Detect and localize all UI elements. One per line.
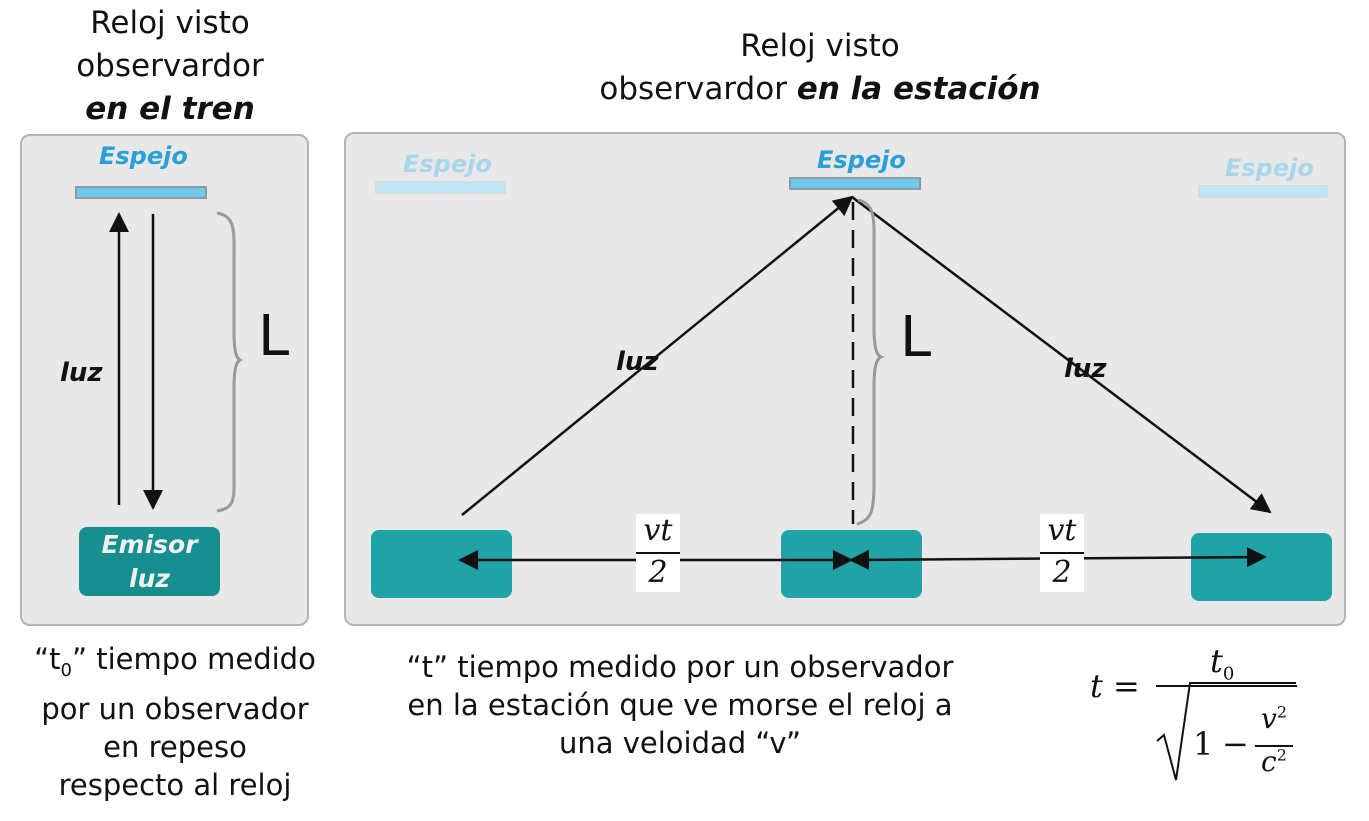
proper-time-caption-line2: por un observador	[41, 691, 309, 726]
right-heading: Reloj visto observardor en la estación	[500, 25, 1140, 111]
proper-time-caption-line4: respecto al reloj	[58, 767, 292, 802]
light-label-down: luz	[1064, 354, 1107, 384]
station-mirror-label-end: Espejo	[1225, 154, 1314, 182]
caption-line1-rest: ” tiempo medido	[72, 642, 316, 676]
light-path-up	[461, 195, 854, 516]
train-mirror	[75, 186, 207, 199]
left-heading-line1: Reloj visto	[90, 5, 250, 41]
formula-lhs: t	[1090, 667, 1103, 705]
half-distance-right-bar	[1040, 552, 1084, 554]
left-heading: Reloj visto observardor en el tren	[20, 2, 320, 131]
station-length-brace	[856, 198, 886, 526]
light-label-up: luz	[616, 347, 659, 377]
caption-quote-open: “t	[34, 642, 61, 676]
formula-one: 1	[1193, 725, 1214, 763]
light-emitter-line1: Emisor	[101, 530, 198, 559]
half-distance-left-denominator: 2	[648, 555, 668, 590]
proper-time-caption-line1: “t0” tiempo medido	[20, 640, 330, 690]
formula-c-exp: 2	[1276, 745, 1287, 765]
train-length-brace	[216, 211, 244, 513]
right-heading-line2-emphasis: en la estación	[796, 71, 1041, 107]
right-heading-line2-text: observardor	[599, 71, 797, 107]
formula-c-squared: c2	[1261, 745, 1287, 778]
half-distance-right-denominator: 2	[1052, 555, 1072, 590]
station-mirror-end	[1198, 185, 1328, 198]
light-emitter-line2: luz	[129, 564, 170, 593]
formula-v: v	[1261, 702, 1277, 735]
half-distance-left-numerator: vt	[643, 513, 673, 548]
formula-numerator-t: t	[1210, 642, 1223, 680]
right-heading-line2: observardor en la estación	[500, 68, 1140, 111]
half-distance-label-right: vt 2	[1040, 514, 1084, 592]
dilated-time-caption-line2: en la estación que ve morse el reloj a	[407, 688, 953, 722]
half-distance-right-numerator: vt	[1047, 513, 1077, 548]
station-mirror-label-middle: Espejo	[817, 146, 906, 174]
train-light-label: luz	[60, 358, 103, 388]
formula-numerator-sub: 0	[1222, 663, 1235, 685]
half-distance-left-bar	[636, 552, 680, 554]
formula-v-exp: 2	[1276, 702, 1288, 722]
right-heading-line1: Reloj visto	[740, 28, 900, 64]
station-length-label: L	[900, 305, 932, 370]
formula-radical	[1156, 682, 1296, 781]
half-distance-label-left: vt 2	[636, 514, 680, 592]
formula-equals: =	[1113, 667, 1140, 705]
train-length-label: L	[258, 304, 290, 369]
light-emitter	[79, 527, 220, 596]
proper-time-caption: “t0” tiempo medido por un observador en …	[20, 640, 330, 804]
formula-v-squared: v2	[1261, 702, 1287, 735]
station-mirror-start	[375, 181, 506, 194]
dilated-time-caption: “t” tiempo medido por un observador en l…	[370, 648, 990, 762]
dilated-time-caption-line1: “t” tiempo medido por un observador	[406, 650, 954, 684]
train-mirror-label: Espejo	[99, 142, 188, 170]
left-heading-line2: observardor	[76, 48, 264, 84]
light-path-down	[851, 196, 1272, 514]
formula-numerator: t0	[1210, 642, 1234, 684]
left-heading-line3: en el tren	[85, 91, 255, 127]
caption-subscript: 0	[60, 659, 72, 681]
station-mirror-label-start: Espejo	[403, 150, 492, 178]
proper-time-caption-line3: en repeso	[103, 729, 247, 764]
dilated-time-caption-line3: una veloidad “v”	[558, 726, 802, 760]
formula-c: c	[1261, 745, 1277, 778]
formula-minus: −	[1222, 725, 1249, 763]
station-mirror-middle	[789, 177, 921, 190]
light-emitter-label: Emisor luz	[79, 528, 220, 596]
